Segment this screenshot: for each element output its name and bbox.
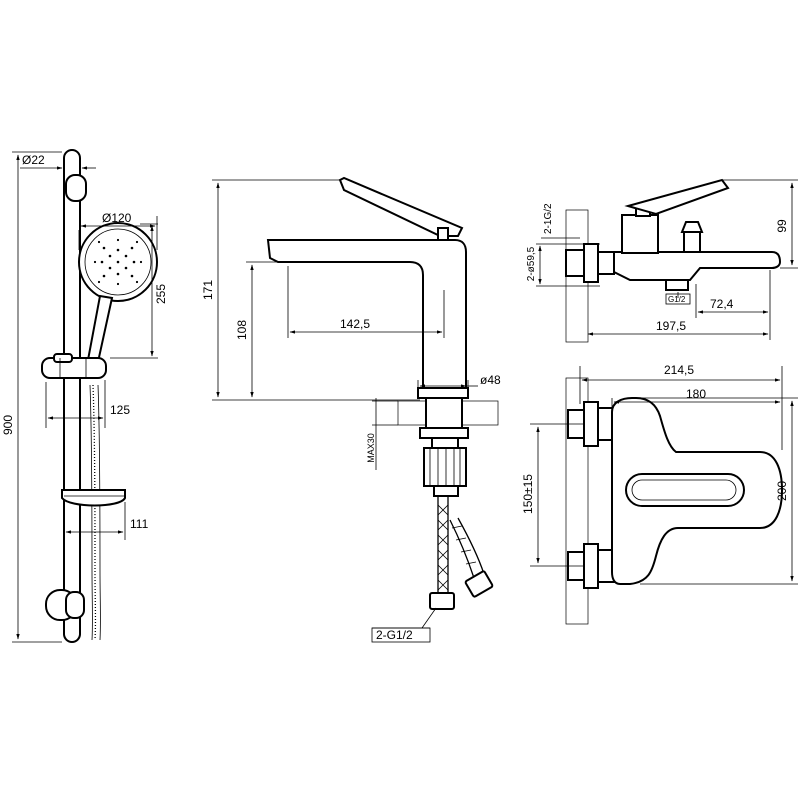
- shower-head: [78, 222, 158, 364]
- dim-base-diameter: ø48: [480, 373, 501, 387]
- dim-center-distance: 150±15: [521, 474, 535, 514]
- bath-mixer-side-view: 2-1G/2 2-ø59,5 99 G1/2 72,4 197,5: [526, 178, 798, 343]
- hose-thread-label: 2-G1/2: [376, 628, 413, 642]
- shower-set-view: 900 Ø22: [1, 149, 168, 643]
- dim-spout-reach: 142,5: [340, 317, 370, 331]
- bath-mixer-body: [613, 251, 782, 281]
- flexible-hoses: [429, 496, 494, 610]
- dim-front-body-width: 180: [686, 387, 706, 401]
- dim-flange: 2-ø59,5: [526, 246, 537, 281]
- dim-head-diameter: Ø120: [102, 211, 132, 225]
- thread-label: 2-1G/2: [543, 203, 554, 234]
- slide-holder: [41, 353, 107, 379]
- dim-bar-diameter: Ø22: [22, 153, 45, 167]
- soap-dish: [61, 489, 126, 507]
- dim-front-total-width: 214,5: [664, 363, 694, 377]
- bath-mixer-front-view: 214,5 180 150±15 200: [521, 363, 798, 625]
- dim-spout-height: 108: [235, 320, 249, 340]
- slide-bar: [63, 149, 81, 643]
- dim-holder-projection: 125: [110, 403, 130, 417]
- dim-soapdish-projection: 111: [130, 517, 149, 531]
- dim-side-height: 99: [775, 219, 789, 233]
- dim-outlet-reach: 72,4: [710, 297, 734, 311]
- dim-total-reach: 197,5: [656, 319, 686, 333]
- outlet-thread-label: G1/2: [668, 295, 686, 304]
- dim-head-height: 255: [154, 284, 168, 304]
- basin-mixer-view: 171 108 142,5 ø48 MAX30: [201, 176, 501, 643]
- dim-total-height: 900: [1, 415, 15, 435]
- top-bracket: [65, 174, 87, 202]
- mixer-body: [266, 239, 467, 397]
- mixer-lever: [338, 176, 464, 237]
- front-lever: [625, 473, 745, 507]
- dim-front-height: 200: [775, 481, 789, 501]
- dim-mixer-height: 171: [201, 280, 215, 300]
- dim-max-thickness: MAX30: [366, 433, 376, 463]
